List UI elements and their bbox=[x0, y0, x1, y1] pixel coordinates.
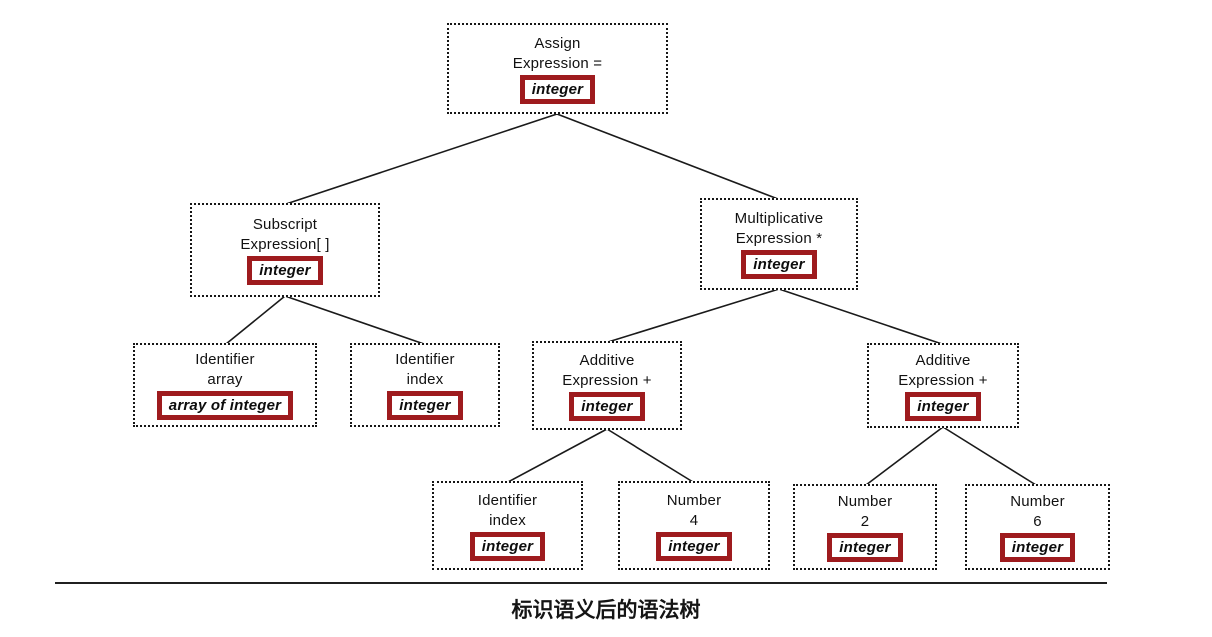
node-label: Expression[ ] bbox=[240, 236, 330, 253]
type-annotation: integer bbox=[247, 256, 323, 285]
node-label: Identifier bbox=[395, 351, 455, 368]
tree-edge bbox=[606, 428, 694, 483]
figure-divider-line bbox=[55, 582, 1107, 584]
node-assign-expression: Assign Expression = integer bbox=[447, 23, 668, 114]
node-label: Expression + bbox=[898, 371, 988, 389]
node-label: Number bbox=[1010, 493, 1065, 510]
node-label: 2 bbox=[860, 513, 870, 530]
type-annotation: integer bbox=[999, 533, 1076, 562]
node-label: Number bbox=[837, 493, 893, 510]
node-number-6: Number 6 integer bbox=[965, 484, 1110, 570]
type-annotation: integer bbox=[656, 531, 732, 561]
type-annotation: integer bbox=[741, 250, 817, 279]
node-label: Expression + bbox=[562, 371, 652, 389]
tree-edge bbox=[942, 426, 1037, 486]
tree-edge bbox=[607, 288, 780, 343]
node-additive-expression-right: Additive Expression + integer bbox=[867, 343, 1019, 428]
tree-edge bbox=[284, 295, 425, 345]
type-annotation: integer bbox=[519, 74, 596, 104]
node-label: 6 bbox=[1033, 513, 1042, 530]
type-annotation: array of integer bbox=[156, 391, 294, 420]
tree-edge bbox=[556, 113, 779, 200]
node-identifier-array: Identifier array array of integer bbox=[133, 343, 317, 427]
node-subscript-expression: Subscript Expression[ ] integer bbox=[190, 203, 380, 297]
node-label: array bbox=[207, 371, 243, 388]
node-label: Identifier bbox=[195, 351, 255, 368]
node-label: Subscript bbox=[252, 216, 318, 233]
node-additive-expression-left: Additive Expression + integer bbox=[532, 341, 682, 430]
node-label: Identifier bbox=[477, 491, 538, 509]
figure-caption: 标识语义后的语法树 bbox=[511, 599, 701, 622]
node-identifier-index-leaf: Identifier index integer bbox=[432, 481, 583, 570]
node-label: Expression * bbox=[735, 230, 823, 247]
node-label: Additive bbox=[915, 351, 971, 369]
node-number-2: Number 2 integer bbox=[793, 484, 937, 570]
tree-edge bbox=[507, 428, 608, 483]
node-multiplicative-expression: Multiplicative Expression * integer bbox=[700, 198, 858, 290]
node-label: Additive bbox=[579, 351, 635, 369]
type-annotation: integer bbox=[569, 391, 645, 421]
type-annotation: integer bbox=[905, 391, 981, 421]
tree-edge bbox=[225, 295, 286, 345]
node-number-4: Number 4 integer bbox=[618, 481, 770, 570]
type-annotation: integer bbox=[387, 391, 463, 420]
type-annotation: integer bbox=[827, 533, 903, 562]
node-label: Assign bbox=[534, 34, 581, 52]
tree-edge bbox=[285, 113, 558, 205]
tree-edge bbox=[778, 288, 943, 345]
type-annotation: integer bbox=[469, 531, 546, 561]
node-label: Expression = bbox=[512, 54, 603, 72]
node-identifier-index: Identifier index integer bbox=[350, 343, 500, 427]
node-label: index bbox=[406, 371, 444, 388]
tree-edge bbox=[865, 426, 944, 486]
node-label: Multiplicative bbox=[734, 210, 824, 227]
node-label: Number bbox=[666, 491, 722, 509]
node-label: index bbox=[489, 511, 526, 529]
node-label: 4 bbox=[689, 511, 699, 529]
